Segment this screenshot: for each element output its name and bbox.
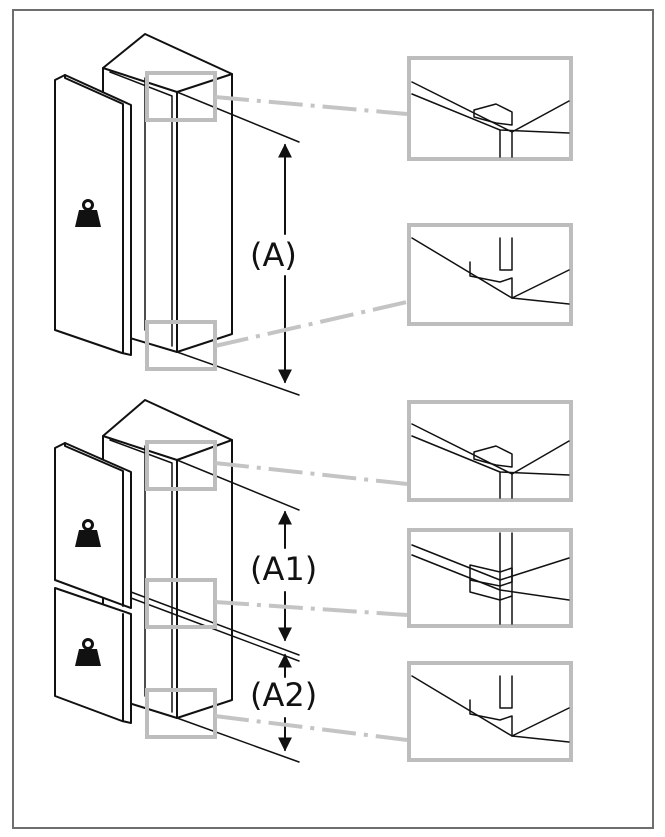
callout-top-lower xyxy=(407,223,573,326)
page-border xyxy=(12,9,654,829)
marker-bottom-upper xyxy=(145,440,217,491)
marker-bottom-lower xyxy=(145,688,217,739)
callout-bottom-lower xyxy=(407,661,573,762)
bottom-assembly: (A1) (A2) xyxy=(54,399,408,763)
callout-bottom-upper xyxy=(407,400,573,502)
callout-bottom-middle xyxy=(407,528,573,628)
top-assembly: (A) xyxy=(54,33,408,396)
leader-bottom-middle xyxy=(214,600,408,617)
dimension-label-a1: (A1) xyxy=(250,550,317,588)
dimension-label-a: (A) xyxy=(250,236,297,274)
leader-top-lower xyxy=(214,300,408,348)
dimension-label-a2: (A2) xyxy=(250,676,317,714)
leader-top-upper xyxy=(214,95,408,116)
callout-top-upper xyxy=(407,56,573,161)
marker-top-upper xyxy=(145,71,217,122)
leader-bottom-lower xyxy=(214,714,408,742)
leader-bottom-upper xyxy=(214,461,408,486)
